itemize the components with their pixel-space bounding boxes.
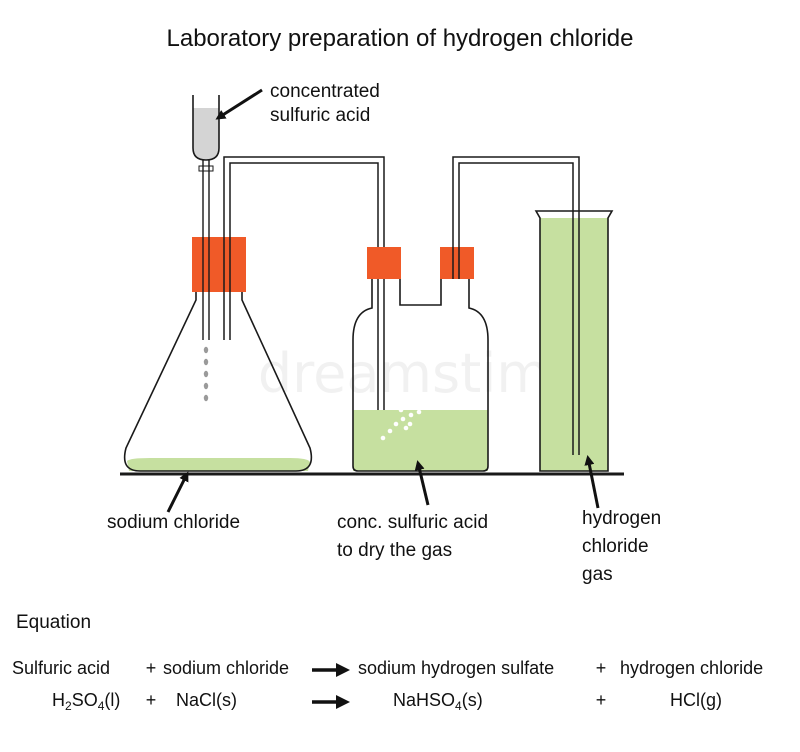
delivery-tube-1 bbox=[223, 156, 385, 340]
dropping-funnel bbox=[192, 95, 220, 402]
label-funnel-line2: sulfuric acid bbox=[270, 105, 370, 126]
funnel-acid bbox=[193, 108, 219, 160]
watermark: dreamstime bbox=[258, 342, 582, 405]
gas-jar-outline bbox=[534, 210, 614, 472]
diagram-title: Laboratory preparation of hydrogen chlor… bbox=[167, 25, 634, 52]
word-equation: Sulfuric acid + sodium chloride sodium h… bbox=[12, 658, 763, 678]
label-jar-line2: chloride bbox=[582, 536, 649, 557]
flask-outline bbox=[123, 248, 313, 472]
delivery-tube-1-inner bbox=[229, 162, 379, 440]
equation-heading: Equation bbox=[16, 612, 91, 633]
funnel-tap bbox=[198, 165, 214, 172]
conical-flask bbox=[123, 237, 313, 472]
arrow-to-funnel bbox=[215, 88, 263, 120]
label-jar-line1: hydrogen bbox=[582, 508, 661, 529]
formula-plus-1: + bbox=[146, 690, 157, 710]
funnel-body bbox=[192, 95, 220, 161]
label-bottle-line1: conc. sulfuric acid bbox=[337, 512, 488, 533]
label-sodium-chloride: sodium chloride bbox=[107, 512, 240, 533]
bottle-stopper-right bbox=[440, 247, 474, 279]
formula-hydrogen-chloride: HCl(g) bbox=[670, 690, 722, 710]
arrow-to-jar bbox=[584, 455, 600, 509]
word-plus-2: + bbox=[596, 658, 607, 678]
word-reactant-2: sodium chloride bbox=[163, 658, 289, 678]
gas-bubbles bbox=[380, 407, 422, 441]
sodium-chloride-solid bbox=[127, 458, 310, 471]
formula-equation-arrowhead bbox=[336, 695, 350, 709]
formula-sodium-hydrogen-sulfate: NaHSO4(s) bbox=[393, 690, 483, 713]
hydrogen-chloride-gas-fill bbox=[540, 218, 608, 471]
label-jar-line3: gas bbox=[582, 564, 613, 585]
word-product-1: sodium hydrogen sulfate bbox=[358, 658, 554, 678]
flask-stopper bbox=[192, 237, 246, 292]
label-bottle-line2: to dry the gas bbox=[337, 540, 452, 561]
formula-equation: H2SO4(l) + NaCl(s) NaHSO4(s) + HCl(g) bbox=[52, 690, 722, 713]
gas-jar bbox=[534, 210, 614, 472]
drying-bottle bbox=[352, 247, 489, 472]
word-plus-1: + bbox=[146, 658, 157, 678]
bottle-neck-bridge bbox=[399, 268, 442, 306]
formula-plus-2: + bbox=[596, 690, 607, 710]
formula-sulfuric-acid: H2SO4(l) bbox=[52, 690, 120, 713]
drying-acid-liquid bbox=[353, 410, 488, 471]
word-product-2: hydrogen chloride bbox=[620, 658, 763, 678]
arrow-to-bottle bbox=[414, 460, 430, 506]
arrow-to-flask bbox=[166, 471, 189, 513]
word-equation-arrowhead bbox=[336, 663, 350, 677]
bottle-stopper-left bbox=[367, 247, 401, 279]
label-funnel-line1: concentrated bbox=[270, 81, 380, 102]
word-reactant-1: Sulfuric acid bbox=[12, 658, 110, 678]
formula-sodium-chloride: NaCl(s) bbox=[176, 690, 237, 710]
acid-drops bbox=[203, 346, 209, 402]
